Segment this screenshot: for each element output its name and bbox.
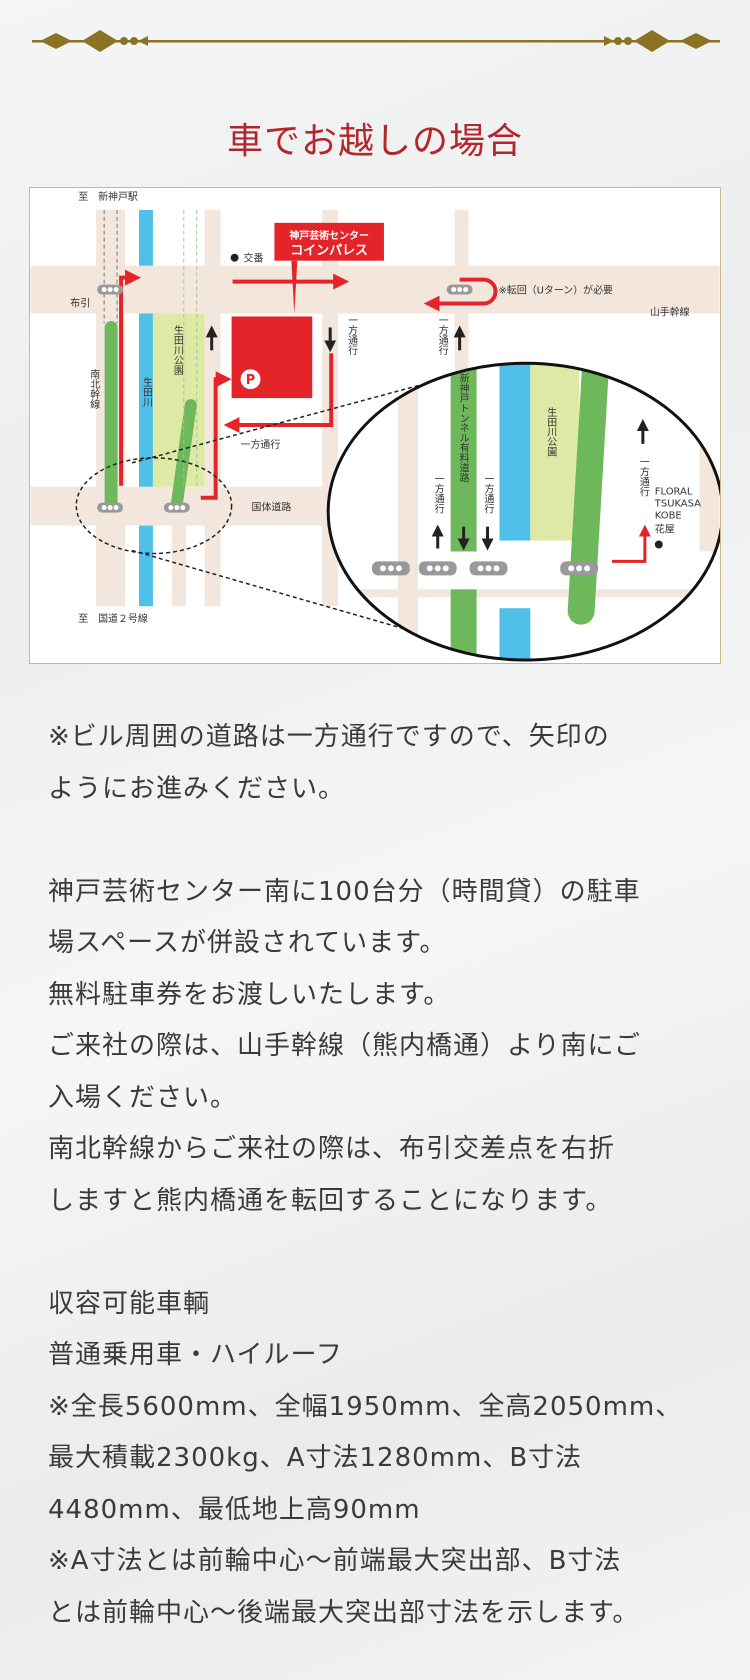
parking-line: ご来社の際は、山手幹線（熊内橋通）より南にご bbox=[48, 1031, 641, 1061]
capacity-line: 普通乗用車・ハイルーフ bbox=[48, 1340, 343, 1370]
capacity-line: ※全長5600mm、全幅1950mm、全高2050mm、 bbox=[48, 1391, 683, 1422]
parking-line: 無料駐車券をお渡しいたします。 bbox=[48, 979, 451, 1010]
access-map: P 神戸芸術センター コインパレス 至 新神戸駅 交番 布引 山手幹線 南北幹線… bbox=[29, 187, 721, 664]
map-label: 生田川公園 bbox=[171, 324, 183, 376]
map-label: 生田川公園 bbox=[545, 406, 557, 458]
parking-line: 入場ください。 bbox=[48, 1082, 238, 1113]
map-label: 神戸芸術センター bbox=[289, 229, 369, 242]
parking-line: 神戸芸術センター南に100台分（時間貸）の駐車 bbox=[48, 876, 641, 907]
traffic-lights bbox=[97, 284, 473, 513]
map-label: 生田川 bbox=[140, 376, 152, 407]
inset-zoom-map: 新神戸トンネル有料道路 一方通行 一方通行 生田川公園 一方通行 FLORAL … bbox=[326, 361, 720, 662]
map-label: 国体道路 bbox=[252, 501, 292, 514]
map-label: 一方通行 bbox=[346, 315, 358, 356]
route-arrows bbox=[119, 269, 498, 500]
map-label: 一方通行 bbox=[482, 474, 494, 515]
parking-line: 南北幹線からご来社の際は、布引交差点を右折 bbox=[48, 1134, 616, 1164]
note-line: ようにお進みください。 bbox=[48, 773, 346, 804]
map-label: FLORAL bbox=[655, 487, 693, 498]
map-label: 新神戸トンネル有料道路 bbox=[457, 372, 469, 483]
map-label: ※転回（Uターン）が必要 bbox=[498, 284, 613, 297]
map-label: KOBE bbox=[655, 511, 682, 522]
parking-line: 場スペースが併設されています。 bbox=[48, 928, 447, 958]
map-label: 一方通行 bbox=[241, 438, 281, 451]
map-label: 花屋 bbox=[655, 523, 675, 536]
map-label: 一方通行 bbox=[637, 457, 649, 498]
map-label: コインパレス bbox=[290, 244, 368, 259]
capacity-line: ※A寸法とは前輪中心～前端最大突出部、B寸法 bbox=[48, 1546, 622, 1576]
section-title: 車でお越しの場合 bbox=[226, 121, 523, 162]
ornamental-divider bbox=[32, 30, 720, 52]
map-label: 一方通行 bbox=[436, 315, 448, 356]
capacity-line: 4480mm、最低地上高90mm bbox=[48, 1494, 421, 1525]
rivers bbox=[138, 209, 153, 607]
map-label: 布引 bbox=[70, 298, 90, 310]
map-label: 南北幹線 bbox=[88, 368, 100, 409]
access-notes: ※ビル周囲の道路は一方通行ですので、矢印の ようにお進みください。 神戸芸術セン… bbox=[48, 712, 718, 1639]
note-line: ※ビル周囲の道路は一方通行ですので、矢印の bbox=[48, 722, 610, 752]
map-label: 一方通行 bbox=[432, 474, 444, 515]
map-label: 至 国道２号線 bbox=[78, 612, 148, 625]
map-label: 山手幹線 bbox=[650, 305, 690, 318]
capacity-line: 収容可能車輌 bbox=[48, 1288, 211, 1319]
label-to-station: 至 新神戸駅 bbox=[78, 190, 138, 203]
parking-line: しますと熊内橋通を転回することになります。 bbox=[48, 1185, 613, 1216]
map-label: TSUKASA bbox=[654, 499, 701, 510]
capacity-line: 最大積載2300kg、A寸法1280mm、B寸法 bbox=[48, 1443, 583, 1473]
capacity-line: とは前輪中心～後端最大突出部寸法を示します。 bbox=[48, 1597, 640, 1628]
map-label: 交番 bbox=[244, 252, 264, 265]
parking-icon bbox=[240, 369, 261, 390]
map-label: P bbox=[246, 373, 255, 388]
